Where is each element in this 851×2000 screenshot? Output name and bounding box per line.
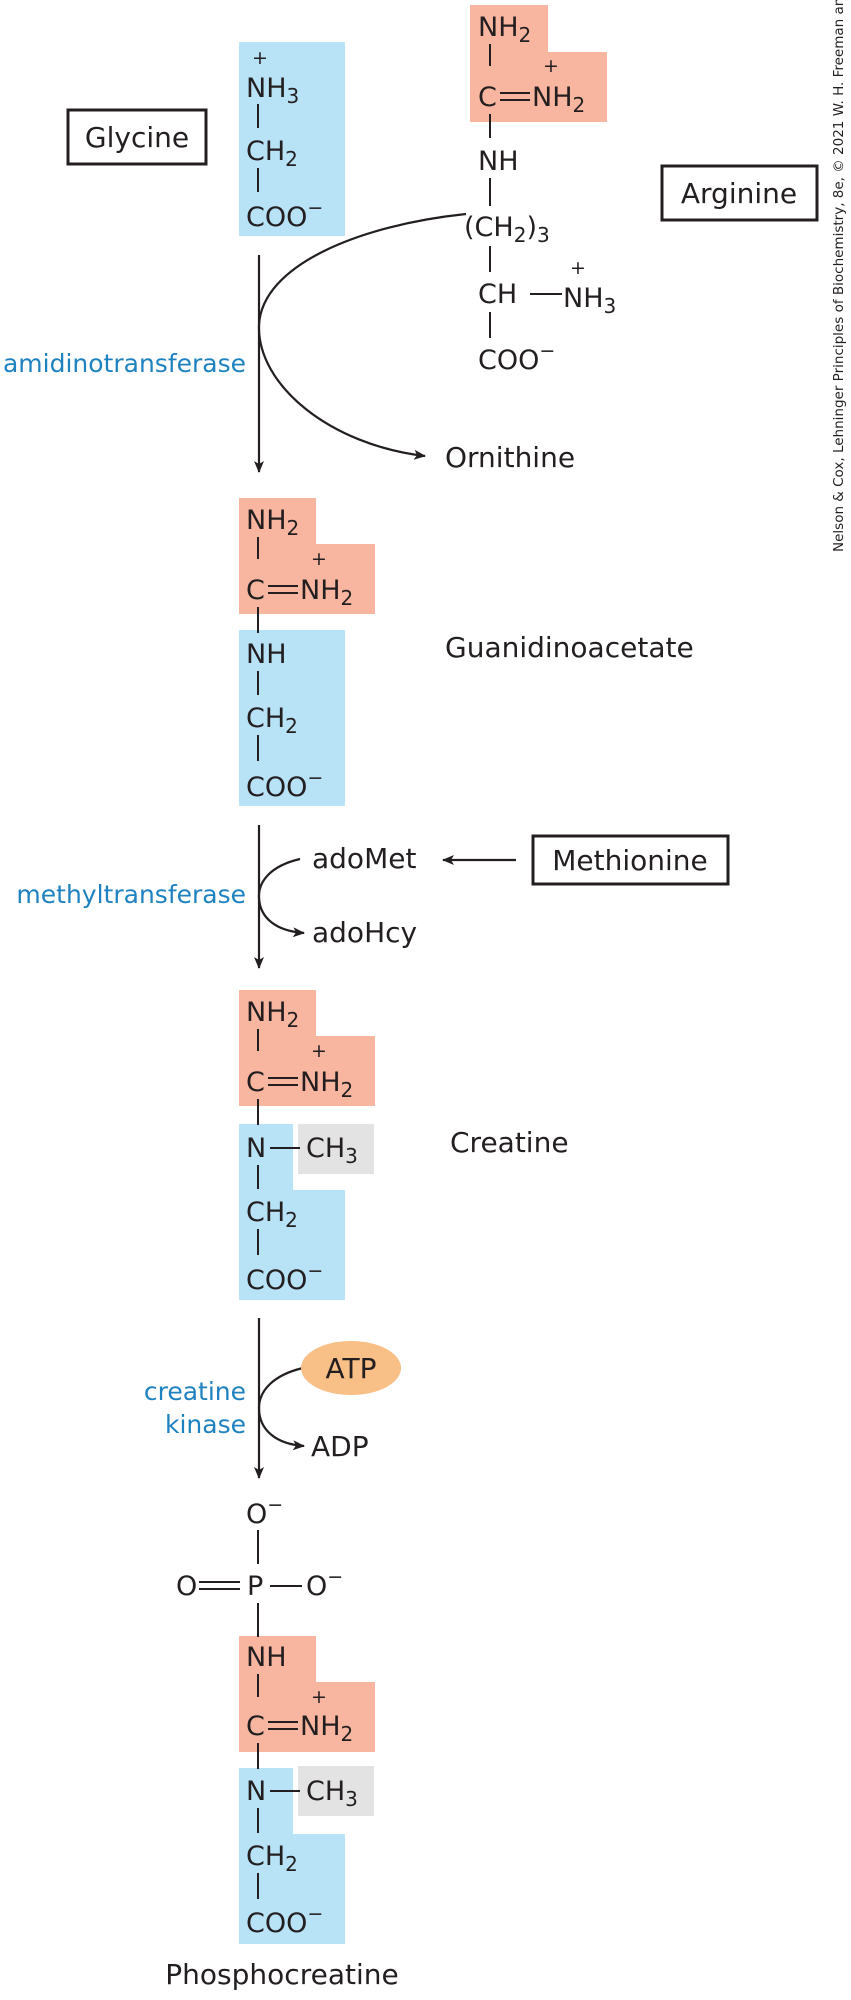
creatine-methyl-highlight (298, 1124, 374, 1174)
phosphocreatine-glycine-highlight (239, 1768, 345, 1944)
guanidinoacetate-label: Guanidinoacetate (445, 631, 694, 664)
methionine-label-box: Methionine (531, 834, 730, 886)
phosphocreatine-methyl-group: CH3 (306, 1776, 358, 1811)
creatine-nh2-plus-group: NH2 (300, 1067, 353, 1102)
amidinotransferase-enzyme-label: amidinotransferase (3, 349, 246, 378)
guanidinoacetate-glycine-highlight (239, 630, 345, 806)
phosphocreatine-ch2-group: CH2 (246, 1841, 298, 1876)
arginine-plus-charge: + (543, 55, 559, 77)
phosphocreatine-nh-group: NH (246, 1642, 287, 1673)
glycine-highlight (239, 42, 345, 236)
copyright-credit: Nelson & Cox, Lehninger Principles of Bi… (831, 0, 847, 552)
phosphate-o-top: O− (246, 1494, 283, 1530)
arginine-label-box: Arginine (660, 164, 819, 222)
phosphocreatine-label: Phosphocreatine (165, 1958, 398, 1991)
guanidinoacetate-plus-charge: + (311, 548, 327, 570)
phosphocreatine-methyl-highlight (298, 1766, 374, 1816)
guanidinoacetate-ch2-group: CH2 (246, 703, 298, 738)
creatine-plus-charge: + (311, 1040, 327, 1062)
phosphocreatine-n-atom: N (246, 1776, 266, 1807)
guanidinoacetate-nh-group: NH (246, 639, 287, 670)
creatine-ch2-group: CH2 (246, 1197, 298, 1232)
arginine-structure: NH2 + C NH2 NH (CH2)3 CH + NH3 COO− (464, 5, 616, 376)
phosphocreatine-carbon: C (246, 1711, 265, 1742)
arginine-nh2-plus-group: NH2 (532, 82, 585, 117)
phosphocreatine-structure: O− O P O− NH + C NH2 N CH3 CH2 COO− (176, 1494, 375, 1944)
glycine-label-box: Glycine (66, 108, 208, 166)
arginine-label: Arginine (681, 177, 797, 210)
creatine-kinase-label-line1: creatine (144, 1377, 246, 1406)
phosphate-o-double: O (176, 1571, 197, 1602)
creatine-kinase-label-line2: kinase (165, 1410, 246, 1439)
guanidinoacetate-nh2-group: NH2 (246, 505, 299, 540)
methionine-label: Methionine (552, 844, 708, 877)
phosphocreatine-nh2-plus-group: NH2 (300, 1711, 353, 1746)
adp-label: ADP (311, 1430, 369, 1463)
creatine-n-atom: N (246, 1133, 266, 1164)
glycine-structure: + NH3 CH2 COO− (239, 42, 345, 236)
creatine-carbon: C (246, 1067, 265, 1098)
arginine-alpha-ch: CH (478, 279, 517, 310)
atp-label: ATP (326, 1352, 377, 1385)
phosphocreatine-carboxylate-group: COO− (246, 1903, 323, 1939)
adohcy-label: adoHcy (312, 916, 417, 949)
guanidinoacetate-nh2-plus-group: NH2 (300, 575, 353, 610)
guanidinoacetate-carboxylate-group: COO− (246, 767, 323, 803)
arginine-carboxylate-group: COO− (478, 340, 555, 376)
adomet-label: adoMet (312, 842, 416, 875)
creatine-carboxylate-group: COO− (246, 1260, 323, 1296)
arginine-to-ornithine-curve (257, 212, 467, 460)
glycine-ch2-group: CH2 (246, 136, 298, 171)
guanidinoacetate-structure: NH2 + C NH2 NH CH2 COO− (239, 498, 375, 806)
arginine-carbon: C (478, 82, 497, 113)
arginine-nh2-group: NH2 (478, 12, 531, 47)
glycine-plus-charge: + (252, 47, 268, 69)
atp-to-adp-curve (257, 1366, 305, 1451)
ornithine-label: Ornithine (445, 441, 575, 474)
creatine-methyl-group: CH3 (306, 1133, 358, 1168)
glycine-carboxylate-group: COO− (246, 197, 323, 233)
phosphorus-atom: P (247, 1571, 263, 1602)
phosphate-o-right: O− (306, 1566, 343, 1602)
arginine-ch2-chain: (CH2)3 (464, 212, 550, 247)
methyltransferase-enzyme-label: methyltransferase (16, 880, 246, 909)
glycine-label: Glycine (85, 121, 189, 154)
arginine-amino-group: NH3 (563, 283, 616, 318)
creatine-glycine-highlight (239, 1124, 345, 1300)
arginine-amino-plus-charge: + (570, 257, 586, 279)
glycine-amino-group: NH3 (246, 73, 299, 108)
guanidinoacetate-carbon: C (246, 575, 265, 606)
creatine-structure: NH2 + C NH2 N CH3 CH2 COO− (239, 990, 375, 1300)
creatine-label: Creatine (450, 1126, 569, 1159)
atp-ellipse (301, 1341, 401, 1395)
arginine-nh-group: NH (478, 146, 519, 177)
phosphocreatine-plus-charge: + (311, 1686, 327, 1708)
adomet-to-adohcy-curve (257, 857, 305, 938)
creatine-nh2-group: NH2 (246, 997, 299, 1032)
